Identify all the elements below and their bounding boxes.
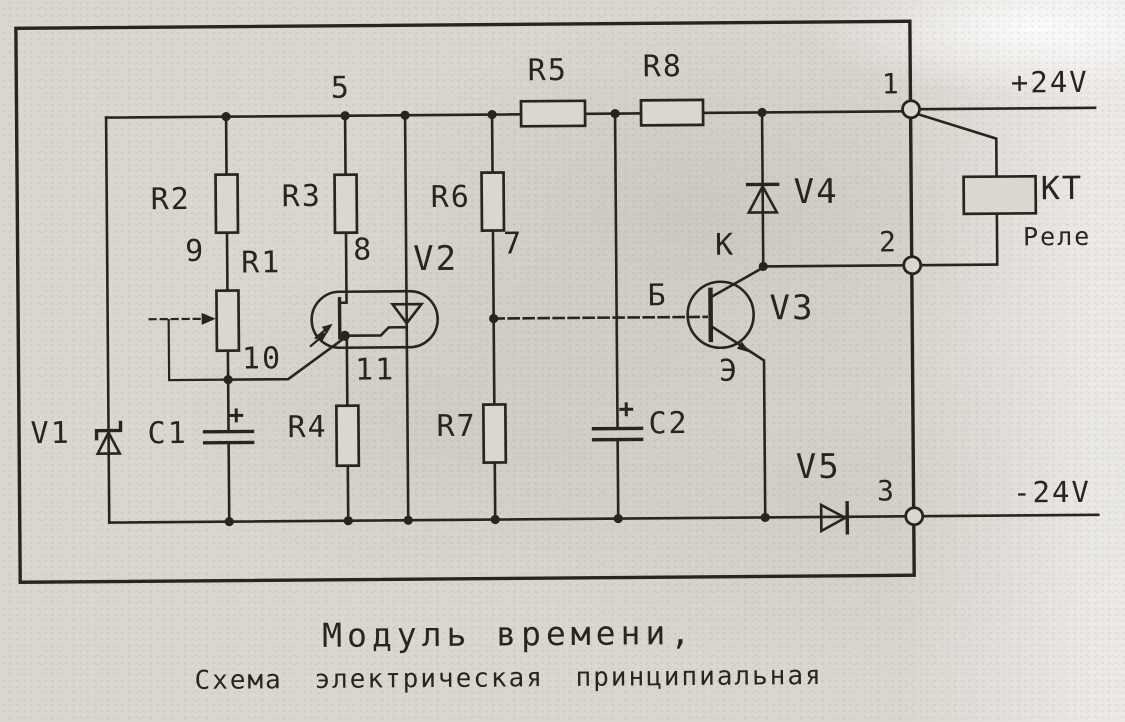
label-relay-caption: Реле (1022, 221, 1092, 252)
pin-label-emitter: Э (718, 353, 740, 389)
relay-kt-coil-symbol (962, 174, 1038, 216)
label-r4: R4 (287, 409, 328, 446)
resistor-r4-symbol (334, 404, 361, 468)
capacitor-c1-symbol (202, 429, 255, 445)
resistor-r5-symbol (519, 99, 587, 128)
zener-v1-symbol (94, 420, 123, 455)
emitter-arrowhead-icon (736, 341, 750, 353)
capacitors (202, 426, 644, 445)
label-v5: V5 (795, 446, 841, 488)
light-arrowhead-icon (316, 331, 328, 342)
terminal-label-1: 1 (881, 67, 901, 101)
terminal-2-circle (902, 255, 923, 276)
label-r1: R1 (241, 245, 282, 281)
wire-bottom-bus (107, 514, 916, 524)
diode-v5-triangle (819, 502, 848, 534)
r1-wiper (148, 312, 228, 382)
resistor-r7-symbol (481, 403, 508, 464)
wire-v4-branch (760, 111, 765, 268)
r1-wiper-return-wire (167, 318, 228, 382)
node-label-5: 5 (330, 70, 352, 106)
optocoupler-v2-symbol (309, 289, 439, 350)
label-r5: R5 (527, 52, 568, 89)
optocoupler-v2-body (310, 289, 439, 350)
resistor-r6-symbol (480, 171, 506, 232)
boundary-terminals (901, 99, 925, 527)
label-c2: C2 (648, 406, 689, 442)
node-label-7: 7 (502, 226, 524, 262)
label-r2: R2 (150, 181, 191, 218)
label-r7: R7 (436, 408, 477, 444)
wire-collector-to-terminal2 (761, 263, 914, 268)
terminal-label-2: 2 (878, 225, 899, 259)
wire-minus24-rail (920, 513, 1100, 518)
page-subtitle: Схема электрическая принципиальная (194, 660, 823, 696)
light-arrowhead-icon (321, 323, 333, 334)
module-border (14, 19, 916, 584)
optocoupler-v2-internal-link (348, 325, 408, 337)
relay-kt (916, 112, 1038, 267)
wire-v2-diode-chain (403, 113, 410, 522)
c1-polarity-plus-icon: + (228, 400, 247, 431)
wire-c2-chain (613, 112, 620, 520)
node-label-8: 8 (352, 232, 374, 268)
label-v2: V2 (413, 238, 459, 280)
wire-node10-to-optocoupler (226, 335, 347, 381)
label-relay-kt: KT (1040, 168, 1084, 208)
diode-v5-symbol (819, 501, 850, 535)
wire-base-line (492, 315, 708, 320)
transistor-v3-collector-lead (709, 265, 766, 299)
label-c1: C1 (147, 415, 188, 452)
zener-v1-triangle (95, 429, 122, 455)
page-title: Модуль времени, (321, 612, 696, 655)
wire-plus24-rail (917, 106, 1097, 111)
label-r8: R8 (642, 49, 683, 85)
wire-left-bus (104, 116, 111, 524)
rail-label-minus24v: -24V (1012, 474, 1092, 510)
optocoupler-v2-diode-triangle (389, 302, 425, 326)
label-v4: V4 (793, 171, 839, 213)
label-r3: R3 (281, 178, 322, 215)
node-label-10: 10 (241, 341, 283, 377)
pin-label-collector: К (714, 227, 736, 263)
label-v3: V3 (769, 288, 815, 329)
transistor-v3-circle (686, 280, 755, 350)
transistor-v3-emitter-lead (708, 324, 767, 519)
wires (104, 106, 1100, 524)
terminal-label-3: 3 (876, 474, 897, 508)
resistors (214, 98, 705, 468)
diode-v4-symbol (745, 182, 780, 214)
label-v1: V1 (30, 415, 71, 452)
diode-v4-triangle (746, 183, 780, 214)
rail-label-plus24v: +24V (1010, 64, 1089, 100)
resistor-r3-symbol (333, 173, 359, 235)
node-label-9: 9 (184, 233, 206, 269)
r1-wiper-arrowhead-icon (201, 312, 216, 325)
label-r6: R6 (430, 179, 471, 216)
terminal-3-circle (904, 506, 925, 527)
wire-top-bus (104, 109, 913, 119)
capacitor-c2-symbol (591, 426, 644, 442)
c2-polarity-plus-icon: + (618, 394, 637, 425)
pin-label-base: Б (647, 278, 668, 314)
transistor-v3-symbol (686, 265, 767, 519)
terminal-1-circle (901, 99, 921, 120)
relay-kt-wires (916, 112, 999, 267)
node-label-11: 11 (354, 352, 396, 388)
resistor-r2-symbol (214, 173, 240, 235)
resistor-r1-symbol (215, 289, 241, 353)
junction-dots (221, 107, 770, 527)
resistor-r8-symbol (639, 98, 705, 127)
